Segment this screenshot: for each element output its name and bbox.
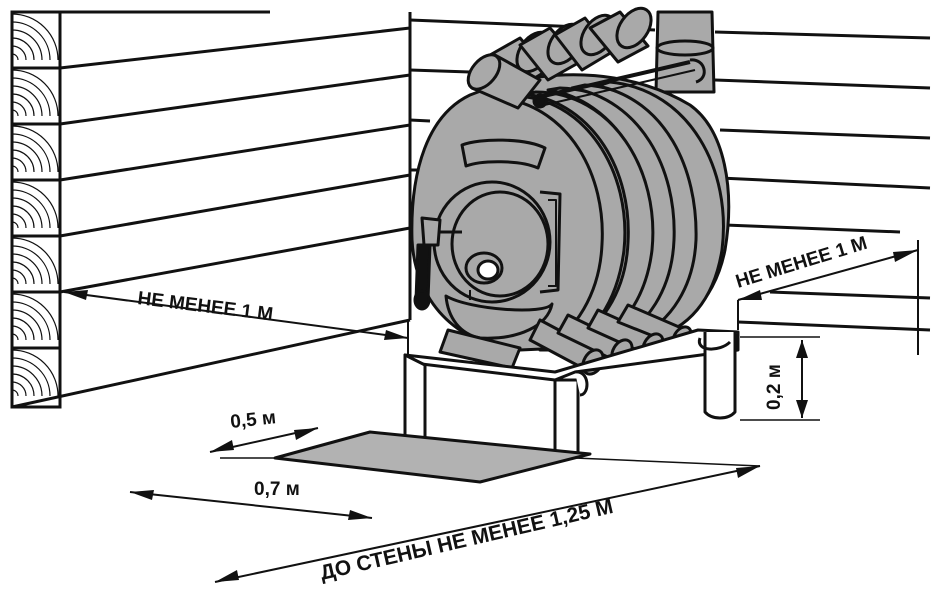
fireproof-floor-sheet xyxy=(273,430,592,484)
stove xyxy=(410,6,731,376)
leg-height-label: 0,2 м xyxy=(764,364,785,410)
top-handle xyxy=(532,58,706,109)
front-badge xyxy=(460,138,547,170)
front-clearance-label: ДО СТЕНЫ НЕ МЕНЕЕ 1,25 М xyxy=(318,495,615,585)
sheet-length-label: 0,7 м xyxy=(254,479,300,500)
door-lever xyxy=(413,216,462,311)
sheet-width-label: 0,5 м xyxy=(229,407,277,433)
dimension-lines xyxy=(63,240,919,583)
back-wall-clearance-label: НЕ МЕНЕЕ 1 М xyxy=(733,233,869,293)
log-ends xyxy=(11,13,59,397)
top-pipe-stubs xyxy=(466,6,653,110)
chimney-pipe xyxy=(654,10,716,94)
side-wall-clearance-label: НЕ МЕНЕЕ 1 М xyxy=(136,288,274,325)
back-wall xyxy=(409,18,931,332)
stove-door xyxy=(432,180,562,304)
left-log-wall xyxy=(10,10,412,409)
